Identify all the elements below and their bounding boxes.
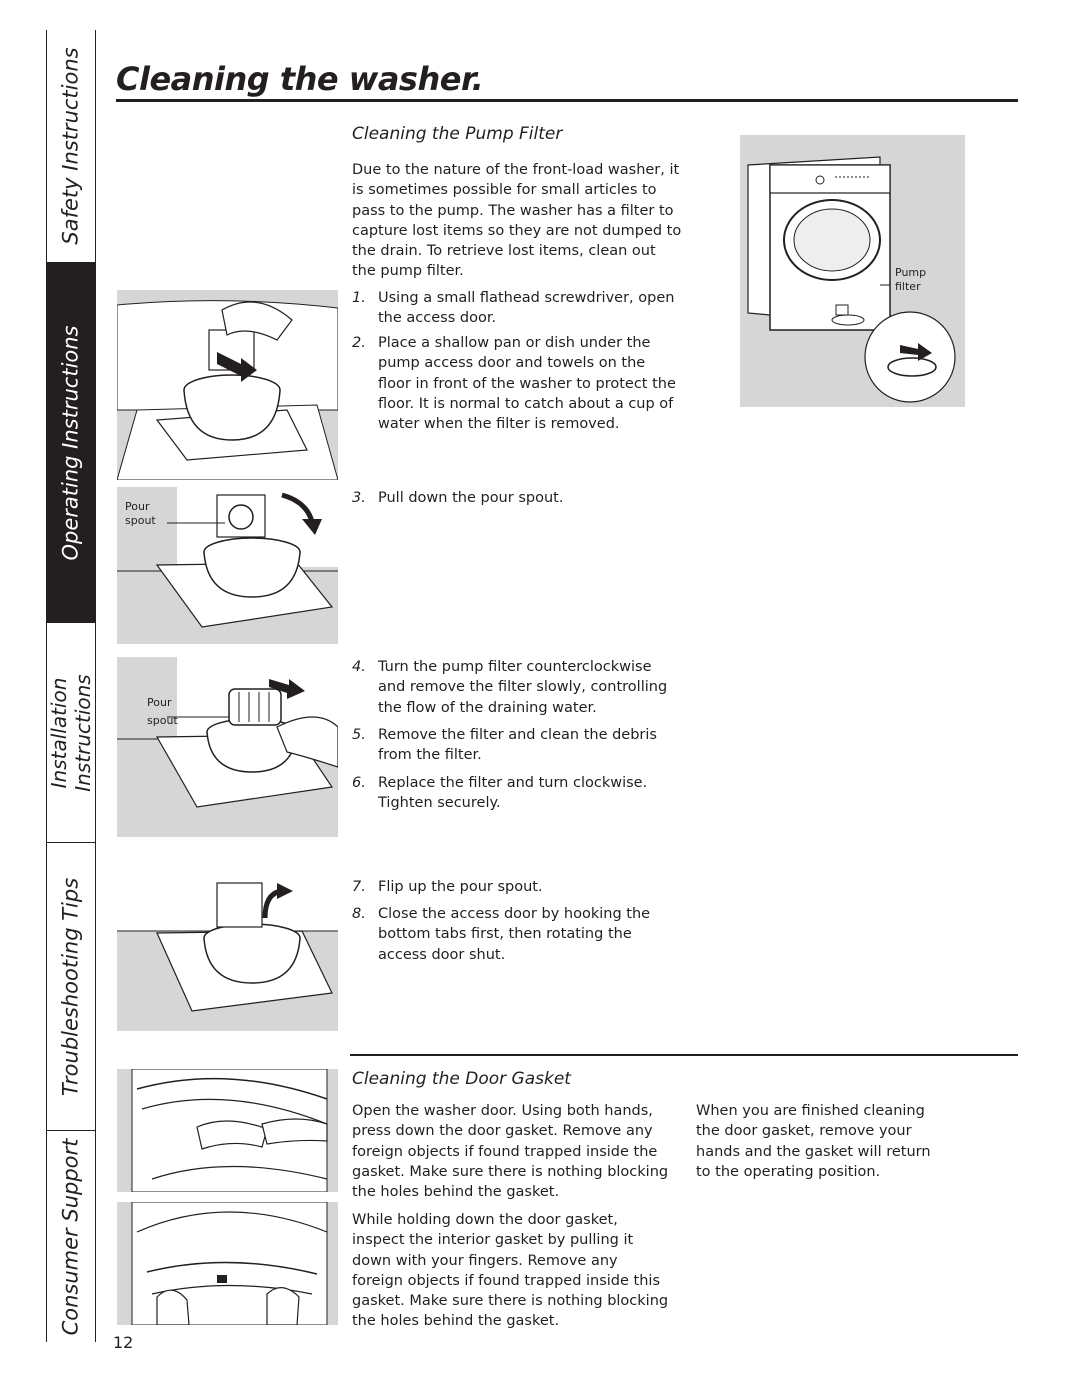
filter-label: filter: [895, 280, 921, 293]
step-number: 6.: [352, 775, 366, 791]
pump-filter-heading: Cleaning the Pump Filter: [352, 124, 563, 144]
step-number: 4.: [352, 659, 366, 675]
page-title: Cleaning the washer.: [116, 60, 484, 98]
step-text: Flip up the pour spout.: [378, 879, 543, 895]
tab-operating-instructions[interactable]: Operating Instructions: [47, 262, 95, 622]
page-number: 12: [113, 1333, 134, 1352]
step-text: Pull down the pour spout.: [378, 490, 564, 506]
step-text: Close the access door by hooking the bot…: [378, 906, 651, 963]
step-3: 3. Pull down the pour spout.: [352, 488, 682, 508]
tab-consumer-support[interactable]: Consumer Support: [47, 1130, 95, 1342]
step-text: Turn the pump filter counterclockwise an…: [378, 659, 668, 716]
step-number: 1.: [352, 290, 366, 306]
door-gasket-paragraph-3: When you are finished cleaning the door …: [696, 1103, 931, 1180]
pump-filter-intro: Due to the nature of the front-load wash…: [352, 162, 682, 280]
gasket-pull-illustration: [117, 1202, 338, 1325]
step-text: Replace the filter and turn clockwise. T…: [378, 775, 648, 812]
step7-illustration: [117, 853, 338, 1031]
step-6: 6. Replace the filter and turn clockwise…: [352, 773, 682, 814]
tab-label: Troubleshooting Tips: [58, 877, 83, 1096]
door-gasket-heading: Cleaning the Door Gasket: [352, 1069, 571, 1089]
step-1: 1. Using a small flathead screwdriver, o…: [352, 288, 682, 329]
tab-installation-instructions[interactable]: Installation Instructions: [47, 622, 95, 842]
gasket-press-illustration: [117, 1069, 338, 1192]
step-text: Remove the filter and clean the debris f…: [378, 727, 657, 764]
tab-label: Consumer Support: [58, 1138, 83, 1335]
door-gasket-paragraph-1: Open the washer door. Using both hands, …: [352, 1103, 669, 1201]
step-number: 8.: [352, 906, 366, 922]
step-text: Place a shallow pan or dish under the pu…: [378, 335, 676, 433]
tab-label: Installation Instructions: [47, 673, 95, 792]
step-number: 7.: [352, 879, 366, 895]
section-tab-rail: Safety Instructions Operating Instructio…: [46, 30, 96, 1342]
step4-illustration: Pour spout: [117, 657, 338, 837]
tab-label: Safety Instructions: [58, 47, 83, 245]
step-number: 2.: [352, 335, 366, 351]
step-5: 5. Remove the filter and clean the debri…: [352, 725, 682, 766]
step-number: 5.: [352, 727, 366, 743]
washer-overview-illustration: Pump filter: [740, 135, 965, 407]
step-8: 8. Close the access door by hooking the …: [352, 904, 682, 965]
section-divider: [350, 1054, 1018, 1056]
pour-label: Pour: [147, 696, 172, 709]
tab-safety-instructions[interactable]: Safety Instructions: [47, 30, 95, 262]
step-text: Using a small flathead screwdriver, open…: [378, 290, 675, 327]
step-2: 2. Place a shallow pan or dish under the…: [352, 333, 682, 434]
step-7: 7. Flip up the pour spout.: [352, 877, 682, 897]
spout-label: spout: [125, 514, 156, 527]
door-gasket-paragraph-2: While holding down the door gasket, insp…: [352, 1212, 669, 1330]
pump-label: Pump: [895, 266, 927, 279]
spout-label: spout: [147, 714, 178, 727]
tab-label: Operating Instructions: [58, 325, 83, 560]
pour-label: Pour: [125, 500, 150, 513]
step-number: 3.: [352, 490, 366, 506]
step1-illustration: [117, 290, 338, 480]
tab-troubleshooting-tips[interactable]: Troubleshooting Tips: [47, 842, 95, 1130]
step-4: 4. Turn the pump filter counterclockwise…: [352, 657, 682, 718]
title-divider: [116, 99, 1018, 102]
step3-illustration: Pour spout: [117, 487, 338, 644]
